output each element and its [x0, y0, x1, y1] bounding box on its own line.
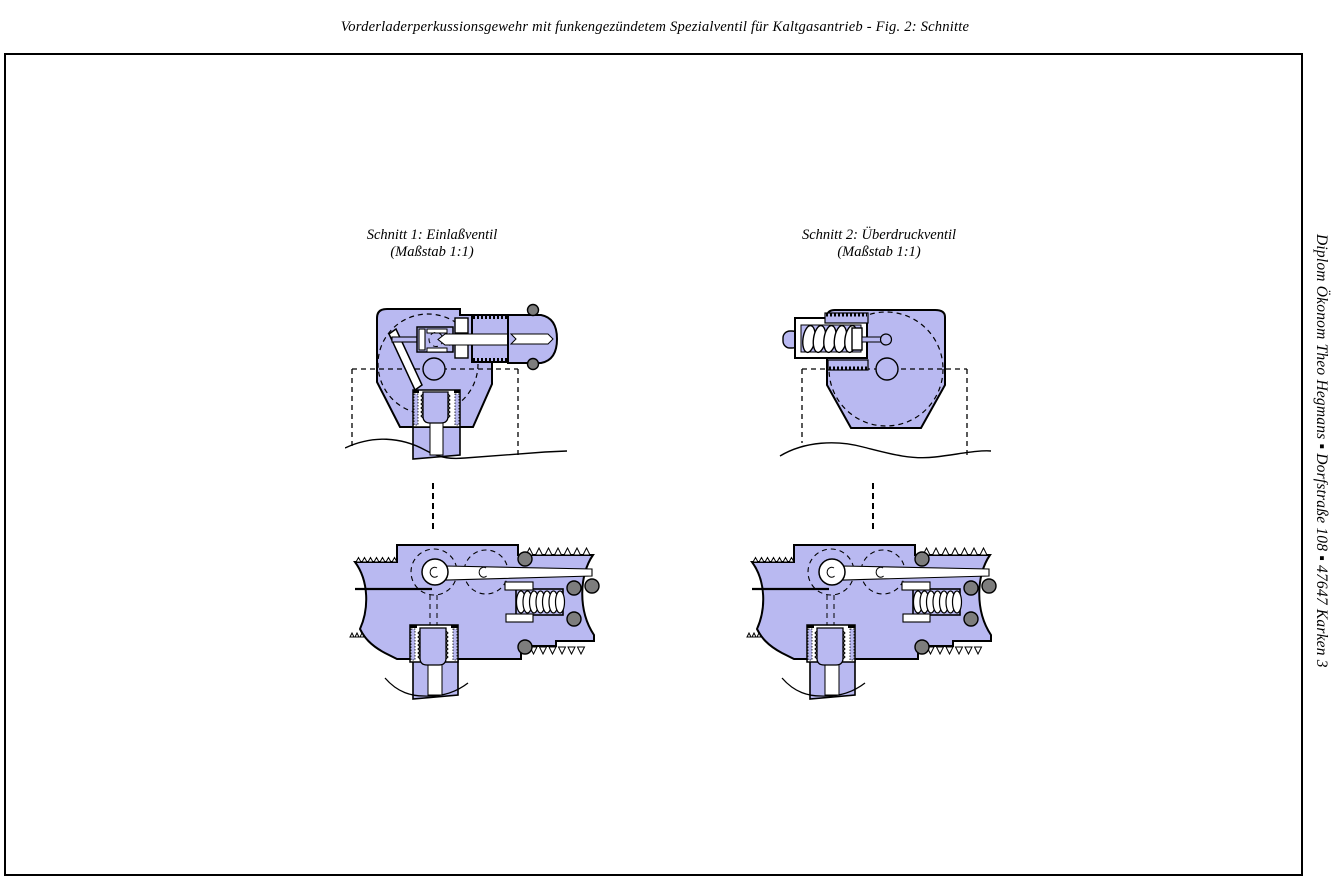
coil-spring	[802, 324, 858, 354]
threaded-plug-pocket	[412, 389, 461, 456]
detail-view-einlassventil	[348, 543, 601, 701]
bore-hidden-circle	[828, 311, 944, 427]
percussion-lever	[388, 327, 423, 392]
drawing-frame	[4, 53, 1303, 876]
section-view-einlassventil	[345, 303, 568, 460]
valve-piston	[851, 327, 863, 351]
knurl-bar-bottom	[827, 359, 869, 371]
valve-pin	[861, 336, 884, 343]
cross-bore-circle	[422, 357, 446, 381]
break-line	[779, 442, 992, 459]
section-connector-line-2	[872, 483, 874, 529]
caption-schnitt-2: Schnitt 2: Überdruckventil (Maßstab 1:1)	[729, 227, 1029, 260]
caption-schnitt-1-scale: (Maßstab 1:1)	[390, 243, 474, 260]
detail-view-ueberdruckventil	[745, 543, 998, 701]
detail-box-dashed	[351, 369, 519, 455]
page-title: Vorderladerperkussionsgewehr mit funkeng…	[340, 19, 970, 35]
nose-cap	[507, 303, 559, 371]
lever-pivot-rod	[391, 336, 418, 343]
caption-schnitt-2-scale: (Maßstab 1:1)	[837, 243, 921, 260]
bore-hidden-circle	[377, 313, 479, 415]
valve-stem-channel	[437, 333, 513, 346]
relief-slot-upper	[454, 317, 469, 334]
break-line	[345, 438, 568, 460]
caption-schnitt-1-title: Schnitt 1: Einlaßventil	[366, 227, 498, 243]
relief-valve-assembly	[782, 312, 893, 371]
caption-schnitt-1: Schnitt 1: Einlaßventil (Maßstab 1:1)	[282, 227, 582, 260]
section-connector-line-1	[432, 483, 434, 529]
author-side-text: Diplom Ökonom Theo Hegmans ▪ Dorfstraße …	[1313, 234, 1330, 668]
o-ring	[526, 357, 540, 371]
threaded-plug	[422, 391, 449, 424]
caption-schnitt-2-title: Schnitt 2: Überdruckventil	[801, 227, 957, 243]
knurl-bar-top	[824, 312, 869, 324]
section-view-ueberdruckventil	[779, 309, 992, 459]
detail-box-dashed	[801, 369, 968, 455]
cross-bore-circle	[875, 357, 899, 381]
o-ring	[526, 303, 540, 317]
pin-head	[879, 333, 893, 346]
